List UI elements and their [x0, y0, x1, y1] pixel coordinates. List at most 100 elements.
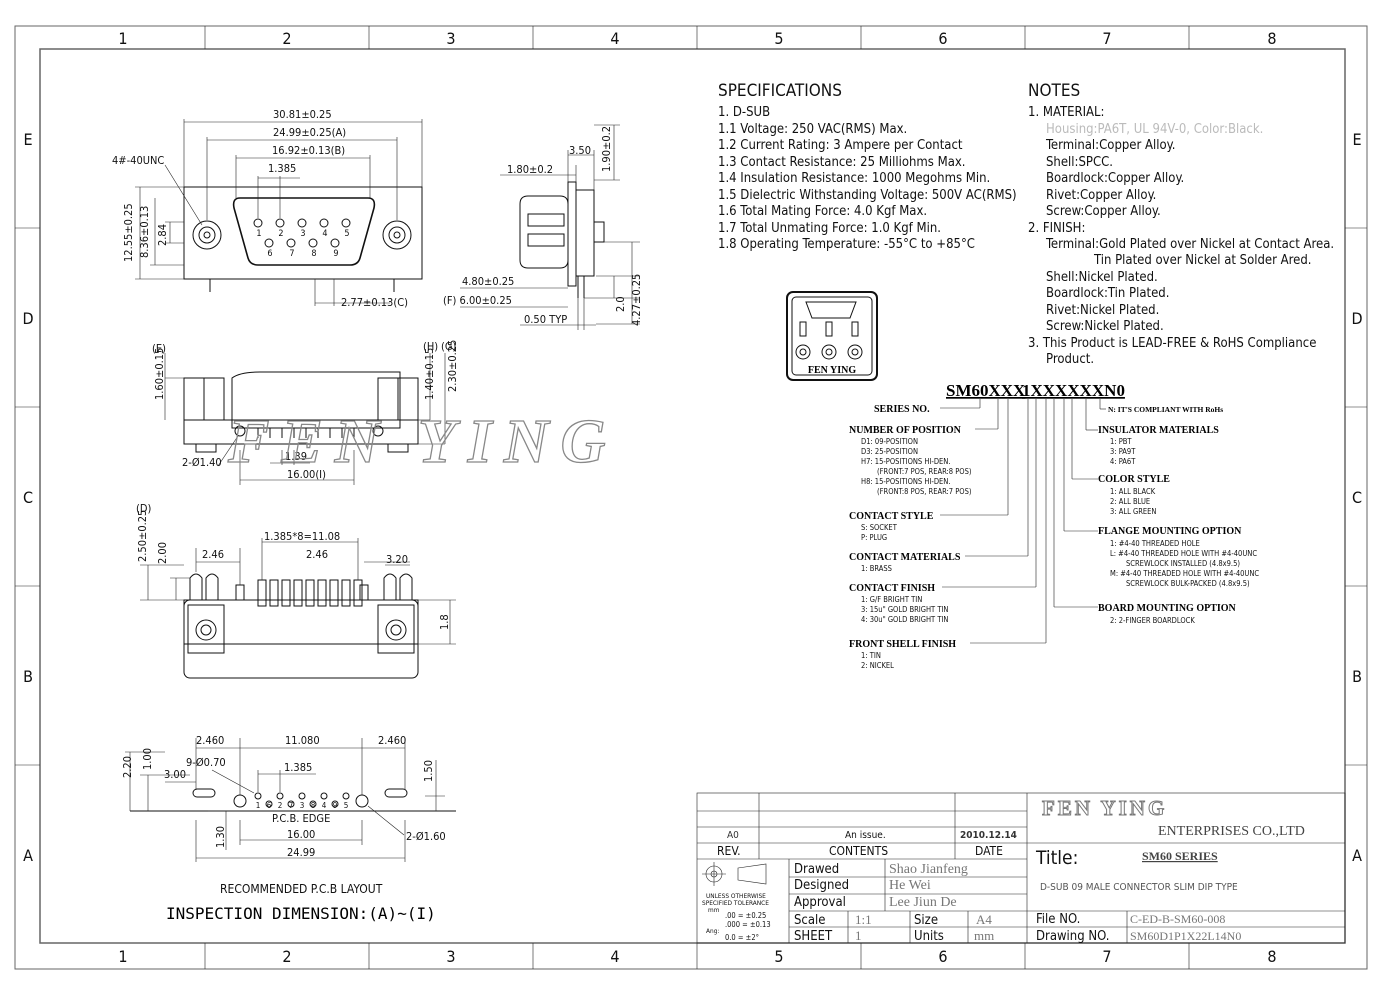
approval-label: Approval [794, 895, 846, 910]
title-block: FEN YING ENTERPRISES CO.,LTD A0 REV. An … [696, 792, 1346, 944]
dim-side-0-50: 0.50 TYP [524, 313, 567, 326]
dim-pcb-3-00: 3.00 [164, 768, 186, 781]
dim-overall-width: 30.81±0.25 [273, 108, 332, 121]
file-no-label: File NO. [1036, 912, 1080, 927]
dim-pin-pitch: 1.385 [268, 162, 296, 175]
note-line: Rivet:Nickel Plated. [1046, 303, 1159, 318]
pcb-caption: RECOMMENDED P.C.B LAYOUT [220, 882, 383, 896]
pin-label-3: 3 [300, 229, 305, 239]
note-line: Boardlock:Copper Alloy. [1046, 171, 1184, 186]
col-label-1: 1 [118, 29, 127, 48]
dim-top-2-46-right: 2.46 [306, 548, 328, 561]
pcb-pin-1: 1 [256, 801, 261, 810]
sheet-value: 1 [855, 928, 862, 943]
pn-item: 3: ALL GREEN [1110, 507, 1156, 516]
pin-label-2: 2 [278, 229, 283, 239]
company-name: FEN YING [1042, 796, 1167, 820]
tolerance-note-2: SPECIFIED TOLERANCE [702, 899, 769, 907]
third-angle-projection-icon [702, 862, 767, 886]
spec-line: 1.1 Voltage: 250 VAC(RMS) Max. [718, 122, 907, 137]
size-label: Size [914, 913, 938, 928]
dim-side-1-90: 1.90±0.2 [600, 126, 613, 172]
designed-value: He Wei [889, 878, 931, 893]
pcb-pin-4: 4 [322, 801, 327, 810]
part-code-b: 1XXXXXXN0 [1022, 381, 1125, 400]
pn-right-title-0: N: IT'S COMPLIANT WITH RoHs [1108, 405, 1223, 414]
col-label-1-bottom: 1 [118, 947, 127, 966]
pn-left-title-1: NUMBER OF POSITION [849, 425, 962, 436]
pn-item: L: #4-40 THREADED HOLE WITH #4-40UNC [1110, 549, 1257, 558]
col-label-6: 6 [938, 29, 947, 48]
drawing-no-value: SM60D1P1X22L14N0 [1130, 929, 1241, 943]
note-line: Product. [1046, 352, 1094, 367]
dim-f: (F) 6.00±0.25 [443, 294, 512, 307]
dim-top-pitch-total: 1.385*8=11.08 [264, 530, 340, 543]
part-number-tree: SM60XXX 1XXXXXXN0 SERIES NO. NUMBER OF P… [849, 381, 1259, 670]
dim-b: 16.92±0.13(B) [272, 144, 345, 157]
bottom-view: (E) 1.60±0.15 (H) (G) 1.40±0.15 2.30±0.2… [152, 340, 617, 485]
dim-side-3-50: 3.50 [569, 144, 591, 157]
note-line: Rivet:Copper Alloy. [1046, 188, 1156, 203]
note-line: Housing:PA6T, UL 94V-0, Color:Black. [1046, 122, 1263, 137]
dim-height: 12.55±0.25 [122, 203, 135, 262]
col-label-2: 2 [282, 29, 291, 48]
dim-row-pitch: 2.84 [156, 224, 169, 246]
dim-bottom-2-30: 2.30±0.25 [446, 340, 459, 392]
specifications-title: SPECIFICATIONS [718, 81, 842, 101]
watermark-text: FEN YING [227, 408, 617, 476]
spec-line: 1.7 Total Unmating Force: 1.0 Kgf Min. [718, 221, 941, 236]
dim-e: (E) [152, 342, 166, 355]
pcb-edge-label: P.C.B. EDGE [272, 812, 330, 825]
part-code-a: SM60XXX [946, 381, 1026, 400]
inspection-caption: INSPECTION DIMENSION:(A)~(I) [166, 904, 436, 923]
note-line: 2. FINISH: [1028, 221, 1085, 236]
file-no-value: C-ED-B-SM60-008 [1130, 912, 1225, 926]
col-label-7-bottom: 7 [1102, 947, 1111, 966]
row-label-A-right: A [1352, 846, 1362, 865]
dim-d: (D) [136, 502, 151, 515]
note-line: Terminal:Copper Alloy. [1045, 138, 1175, 153]
pin-label-8: 8 [311, 249, 316, 259]
size-value: A4 [976, 912, 992, 927]
pn-item: 4: PA6T [1110, 457, 1136, 466]
dim-bottom-1-40: 1.40±0.15 [423, 348, 436, 400]
pn-item: S: SOCKET [861, 523, 898, 532]
pn-item: 1: TIN [861, 651, 881, 660]
dim-bottom-1-60: 1.60±0.15 [153, 348, 166, 400]
designed-label: Designed [794, 878, 849, 893]
pn-right-title-4: BOARD MOUNTING OPTION [1098, 603, 1237, 614]
title-description: D-SUB 09 MALE CONNECTOR SLIM DIP TYPE [1040, 882, 1238, 893]
pcb-pin-2: 2 [278, 801, 283, 810]
pn-item: 1: #4-40 THREADED HOLE [1110, 539, 1200, 548]
note-line: Boardlock:Tin Plated. [1046, 286, 1169, 301]
pin-label-5: 5 [344, 229, 349, 239]
pcb-layout: 2.460 11.080 2.460 2.20 1.00 9-Ø0.70 3.0… [121, 734, 456, 923]
dim-top-2-46-left: 2.46 [202, 548, 224, 561]
pn-item: SCREWLOCK INSTALLED (4.8x9.5) [1126, 559, 1240, 568]
units-value: mm [974, 928, 994, 943]
company-subtitle: ENTERPRISES CO.,LTD [1158, 824, 1305, 839]
dim-top-2-00: 2.00 [156, 542, 169, 564]
dim-pcb-1-30: 1.30 [214, 826, 227, 848]
pn-left-title-4: CONTACT FINISH [849, 583, 935, 594]
tolerance-note-1: UNLESS OTHERWISE [706, 892, 766, 900]
dim-pcb-2-20: 2.20 [121, 756, 134, 778]
top-view: (D) 2.50±0.25 2.00 2.46 1.385*8=11.08 2.… [136, 502, 456, 679]
rev-value: A0 [727, 830, 739, 841]
dim-side-2-0: 2.0 [614, 296, 627, 312]
spec-line: 1.5 Dielectric Withstanding Voltage: 500… [718, 188, 1017, 203]
row-label-A: A [23, 846, 33, 865]
col-label-3: 3 [446, 29, 455, 48]
pcb-pin-5: 5 [344, 801, 349, 810]
dim-thread: 4#-40UNC [112, 154, 164, 167]
pn-item: 1: PBT [1110, 437, 1132, 446]
row-label-C: C [23, 488, 33, 507]
company-logo: FEN YING [786, 291, 878, 381]
dim-pcb-1-50: 1.50 [422, 760, 435, 782]
dim-top-3-20: 3.20 [386, 553, 408, 566]
title-label: Title: [1035, 847, 1078, 869]
tolerance-angle-label: Ang: [706, 927, 719, 935]
rev-label: REV. [717, 844, 741, 858]
pn-right-title-1: INSULATOR MATERIALS [1098, 425, 1219, 436]
